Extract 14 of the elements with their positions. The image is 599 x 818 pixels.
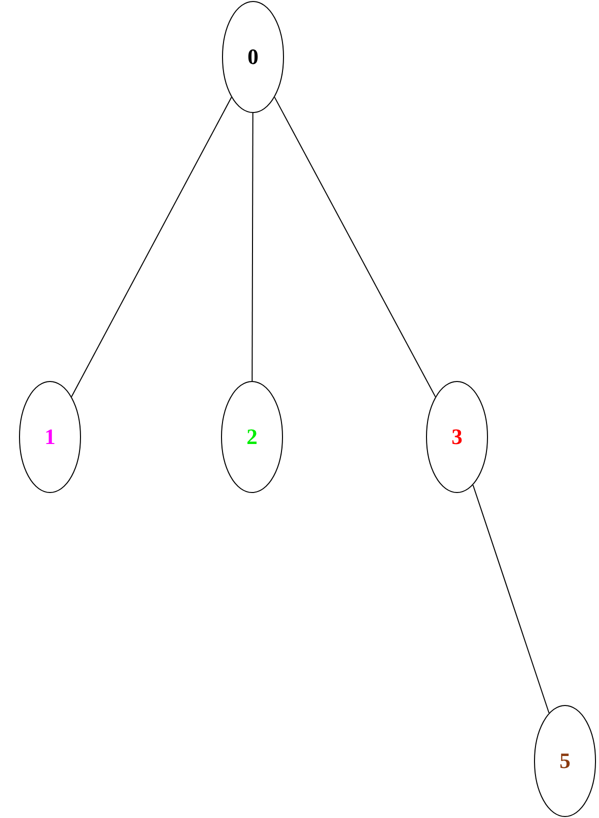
node-label: 3 — [452, 424, 462, 450]
connector-line — [274, 96, 436, 398]
node-ellipse — [426, 381, 488, 493]
node-label: 0 — [248, 44, 258, 70]
node-ellipse — [221, 381, 283, 493]
connector-line — [71, 96, 232, 398]
node-ellipse — [222, 1, 284, 113]
node-label: 5 — [560, 748, 570, 774]
connector-line — [252, 112, 254, 382]
node-ellipse — [19, 381, 81, 493]
connector-line — [472, 484, 550, 714]
node-label: 1 — [44, 424, 56, 450]
node-ellipse — [534, 705, 596, 817]
node-label: 2 — [246, 424, 258, 450]
